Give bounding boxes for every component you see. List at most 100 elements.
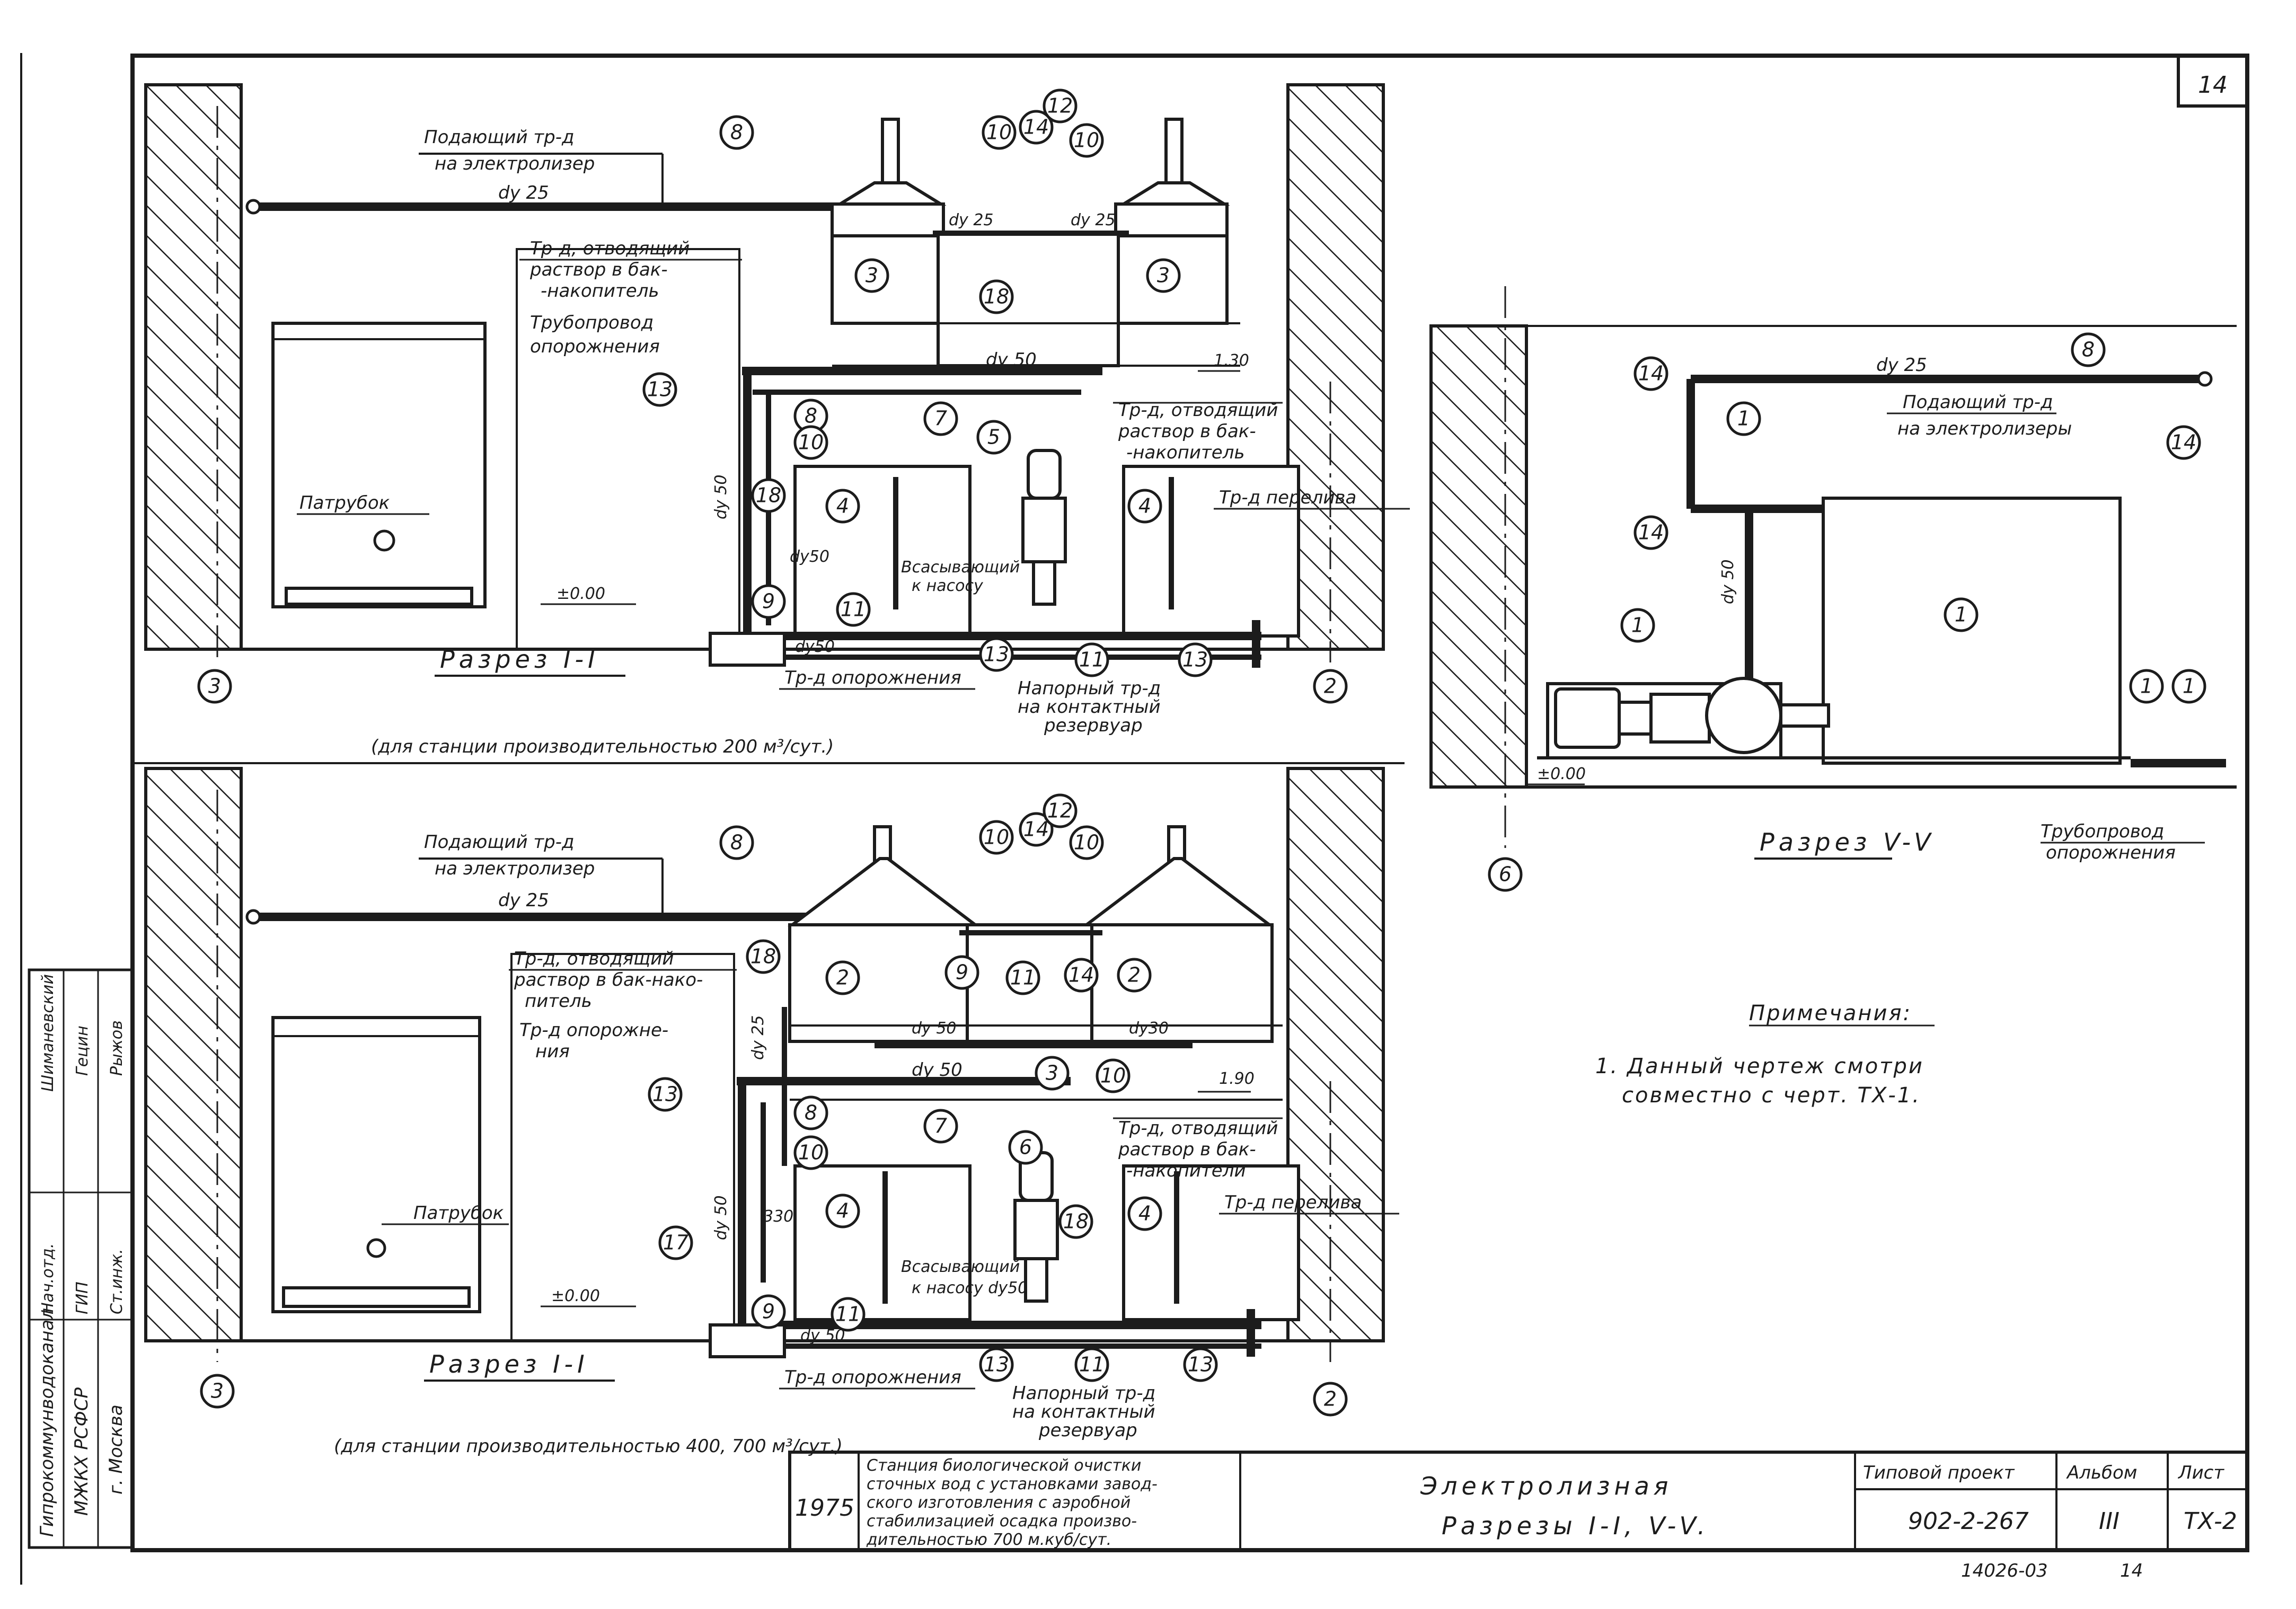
stamp-desc-5: дительностью 700 м.куб/сут. [866, 1531, 1111, 1549]
sheet-corner-number: 14 [2198, 72, 2228, 99]
section-1-top: Подающий тр-д на электролизер dy 25 Патр… [144, 83, 1410, 757]
s1-dy50-valve: dy50 [790, 547, 829, 566]
position-marker-label: 13 [652, 1083, 678, 1106]
stamp-desc-3: ского изготовления с аэробной [867, 1493, 1131, 1512]
position-marker [1313, 1382, 1348, 1417]
position-marker [982, 115, 1017, 150]
stamp-album-lbl: Альбом [2066, 1462, 2137, 1483]
position-marker-label: 14 [1023, 818, 1049, 841]
notes-line-2: совместно с черт. ТХ-1. [1622, 1083, 1921, 1108]
s2-suction-1: Всасывающий [901, 1258, 1020, 1276]
position-marker [751, 1294, 786, 1329]
pump-6 [1013, 1151, 1059, 1303]
position-marker-label: 14 [1638, 521, 1664, 544]
tank-4-left-1 [793, 465, 972, 638]
notes: Примечания: 1. Данный чертеж смотри совм… [1595, 1001, 1935, 1108]
tank-4-right-2 [1122, 1164, 1300, 1321]
position-marker-label: 10 [1100, 1064, 1126, 1088]
stamp-desc-1: Станция биологической очистки [867, 1456, 1141, 1475]
position-marker-label: 8 [730, 121, 743, 144]
position-marker-label: 3 [208, 675, 221, 698]
s2-pressure-3: резервуар [1038, 1420, 1137, 1441]
position-marker-label: 3 [1157, 264, 1170, 287]
s1-supply-label-1: Подающий тр-д [424, 127, 575, 148]
s5-empty-2: опорожнения [2046, 842, 2176, 863]
position-marker [1096, 1058, 1131, 1093]
position-marker-label: 12 [1047, 94, 1073, 118]
position-marker [1313, 669, 1348, 704]
position-marker [746, 939, 781, 974]
s1-drain-1: Тр-д, отводящий [530, 238, 690, 259]
position-marker-label: 3 [1046, 1062, 1058, 1085]
s1-title: Разрез I-I [440, 645, 599, 674]
position-marker [825, 960, 860, 995]
electrolyzer-cone-left-2 [788, 825, 980, 1043]
position-marker-label: 17 [663, 1231, 688, 1254]
s2-level-0: ±0.00 [551, 1287, 600, 1305]
s2-right-drain-3: -накопители [1126, 1160, 1246, 1181]
title-block: 1975 Станция биологической очистки сточн… [788, 1451, 2249, 1581]
stamp-name-2: Гецин [73, 1025, 92, 1076]
position-marker-label: 14 [1023, 116, 1049, 139]
nozzle-2 [366, 1238, 386, 1258]
position-marker-label: 1 [1631, 614, 1644, 637]
position-marker-label: 13 [984, 643, 1009, 666]
position-marker-label: 14 [1068, 963, 1094, 987]
position-marker-label: 11 [835, 1303, 861, 1326]
stamp-album-val: III [2099, 1508, 2120, 1535]
position-marker-label: 4 [836, 1199, 849, 1223]
position-marker [1127, 1196, 1162, 1231]
position-marker-label: 6 [1019, 1136, 1032, 1159]
position-marker-label: 10 [798, 1141, 824, 1164]
s1-level-130: 1.30 [1214, 351, 1249, 370]
s2-nozzle-label: Патрубок [413, 1203, 504, 1224]
tank-1-right [1822, 497, 2122, 765]
position-marker [1944, 597, 1979, 632]
position-marker [1183, 1347, 1218, 1382]
position-marker [2129, 669, 2164, 704]
s5-level-0: ±0.00 [1537, 765, 1586, 783]
position-marker [719, 825, 754, 860]
position-marker [1074, 642, 1109, 677]
position-marker [836, 592, 871, 627]
s1-supply-label-2: на электролизер [435, 153, 595, 174]
position-marker-label: 2 [1324, 1387, 1337, 1411]
s2-pressure-1: Напорный тр-д [1012, 1383, 1155, 1404]
s2-caption: (для станции производительностью 400, 70… [334, 1436, 843, 1457]
s2-dy30: dy30 [1129, 1019, 1169, 1038]
s1-caption: (для станции производительностью 200 м³/… [371, 736, 834, 757]
s5-dy25: dy 25 [1876, 355, 1927, 376]
position-marker-label: 9 [956, 961, 968, 984]
position-marker [1146, 258, 1181, 293]
position-marker [979, 637, 1014, 672]
position-marker [1633, 356, 1668, 391]
position-marker [1019, 812, 1054, 847]
position-marker-label: 1 [1955, 603, 1967, 626]
s1-pressure-2: на контактный [1018, 696, 1161, 718]
s2-dy25: dy 25 [498, 890, 549, 911]
stamp-title-1: Электролизная [1420, 1472, 1672, 1500]
s2-right-drain-2: раствор в бак- [1118, 1139, 1256, 1160]
s2-suction-2: к насосу dy50 [912, 1279, 1028, 1297]
position-marker [1620, 608, 1655, 643]
s2-dy50-top: dy 50 [912, 1019, 957, 1038]
position-marker-label: 7 [934, 407, 947, 430]
s1-empty-1: Трубопровод [530, 312, 654, 333]
s1-dy25-small: dy 25 [949, 211, 994, 229]
position-marker-label: 18 [984, 285, 1009, 308]
position-marker [1005, 960, 1040, 995]
position-marker [2071, 332, 2106, 367]
position-marker-label: 11 [1079, 1353, 1105, 1376]
s1-dy50: dy 50 [986, 349, 1037, 370]
wall-left-1 [144, 83, 243, 651]
s2-drain-2: раствор в бак-нако- [514, 969, 703, 991]
position-marker [1178, 642, 1213, 677]
position-marker-label: 2 [1128, 963, 1141, 987]
s2-drain-1: Тр-д, отводящий [514, 948, 674, 969]
position-marker-label: 7 [934, 1115, 947, 1138]
position-marker [751, 584, 786, 619]
